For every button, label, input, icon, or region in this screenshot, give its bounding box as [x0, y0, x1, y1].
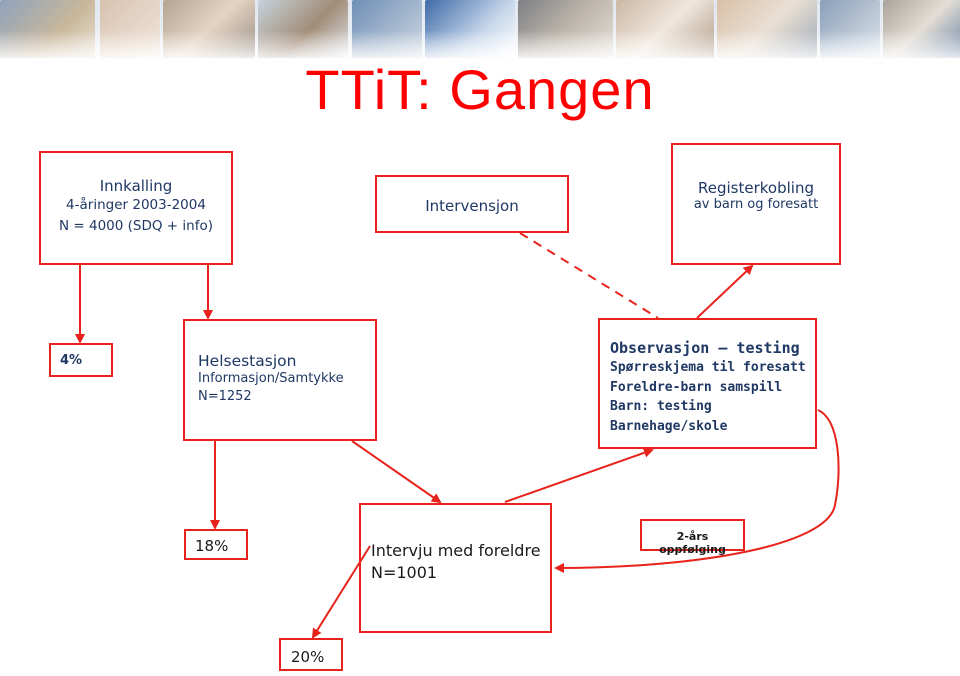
oppfolging-box: 2-års oppfølging — [640, 519, 745, 556]
oppfolging-title: 2-års oppfølging — [659, 530, 726, 556]
pct4-box: 4% — [49, 343, 113, 377]
slide-title: TTiT: Gangen — [305, 58, 655, 121]
intervju-box: Intervju med foreldre N=1001 — [359, 503, 552, 633]
arrow-observasjon-to-registerkobling — [696, 264, 754, 319]
arrow-helsestasjon-to-intervju — [351, 440, 442, 504]
helsestasjon-box: Helsestasjon Informasjon/Samtykke N=1252 — [183, 319, 377, 441]
pct20-box: 20% — [279, 638, 343, 671]
dashed-intervensjon-to-observasjon — [519, 232, 659, 319]
observasjon-box: Observasjon – testing Spørreskjema til f… — [598, 318, 817, 449]
observasjon-line2: Foreldre-barn samspill — [610, 379, 783, 395]
arrow-intervju-to-observasjon — [504, 447, 654, 503]
helsestasjon-line1: Informasjon/Samtykke — [198, 371, 344, 386]
pct20-label: 20% — [291, 648, 325, 666]
innkalling-line2: N = 4000 (SDQ + info) — [59, 218, 213, 234]
intervju-title: Intervju med foreldre — [371, 541, 541, 560]
innkalling-box: Innkalling 4-åringer 2003-2004 N = 4000 … — [39, 151, 233, 265]
pct4-label: 4% — [60, 353, 83, 368]
observasjon-line4: Barnehage/skole — [610, 418, 728, 434]
intervensjon-title: Intervensjon — [425, 197, 519, 215]
observasjon-title: Observasjon – testing — [610, 339, 800, 357]
photo-banner — [0, 0, 960, 62]
pct18-box: 18% — [184, 529, 248, 560]
innkalling-line1: 4-åringer 2003-2004 — [66, 197, 206, 213]
intervensjon-box: Intervensjon — [375, 175, 569, 233]
registerkobling-title: Registerkobling — [698, 179, 814, 197]
observasjon-line1: Spørreskjema til foresatt — [610, 360, 806, 375]
observasjon-line3: Barn: testing — [610, 399, 712, 414]
innkalling-title: Innkalling — [99, 177, 173, 195]
pct18-label: 18% — [195, 537, 229, 555]
helsestasjon-line2: N=1252 — [198, 389, 252, 404]
registerkobling-line1: av barn og foresatt — [693, 197, 819, 212]
intervju-line1: N=1001 — [371, 563, 438, 582]
banner-fade — [0, 30, 960, 62]
helsestasjon-title: Helsestasjon — [198, 352, 297, 370]
registerkobling-box: Registerkobling av barn og foresatt — [671, 143, 841, 265]
